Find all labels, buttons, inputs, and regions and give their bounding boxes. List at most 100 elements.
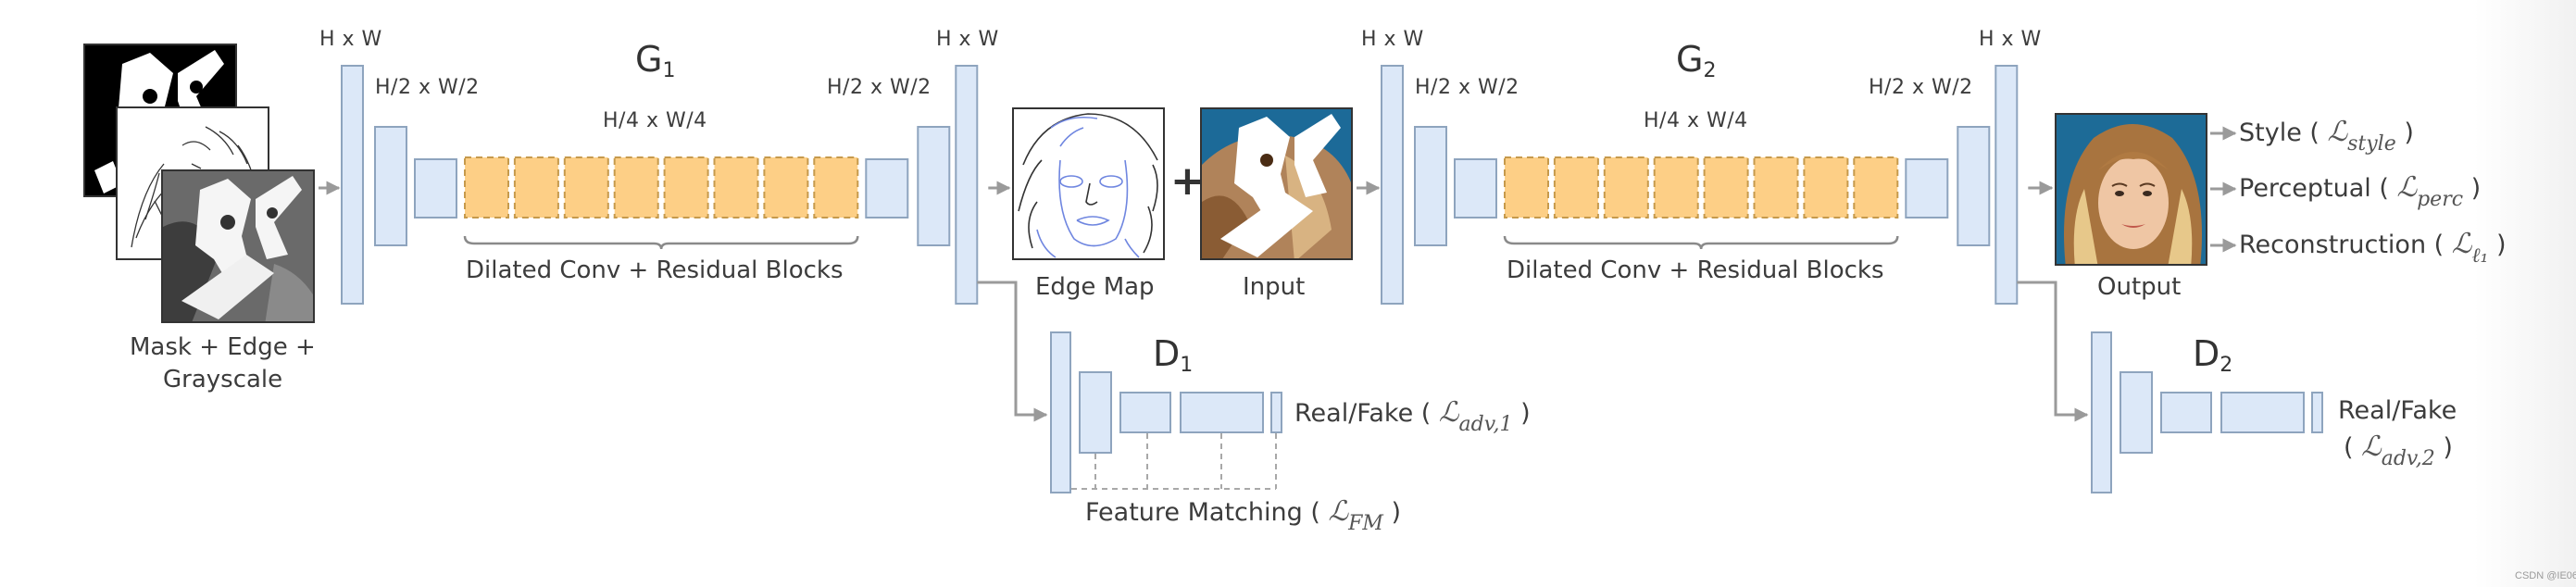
g2-title-letter: G xyxy=(1676,39,1704,80)
g2-dec-bar-quarter xyxy=(1905,158,1949,219)
loss-reconstruction-symbol: ℒℓ₁ xyxy=(2451,228,2489,268)
g2-residual-block xyxy=(1504,156,1549,219)
g1-residual-block xyxy=(713,156,759,219)
g1-residual-block xyxy=(763,156,809,219)
g2-title: G2 xyxy=(1676,39,1716,82)
d1-bar-3 xyxy=(1119,392,1171,433)
loss-reconstruction-label: Reconstruction ( xyxy=(2239,231,2452,259)
d2-bar-2 xyxy=(2120,371,2153,454)
g2-dim-full-out: H x W xyxy=(1979,28,2042,51)
g1-enc-bar-quarter xyxy=(414,158,457,219)
d2-title-sub: 2 xyxy=(2220,354,2233,377)
g1-enc-bar-half xyxy=(374,126,407,246)
g1-dim-full-out: H x W xyxy=(936,28,999,51)
loss-perceptual: Perceptual ( ℒperc ) xyxy=(2239,171,2481,211)
g2-dec-bar-full xyxy=(1995,65,2019,305)
g2-dim-half-in: H/2 x W/2 xyxy=(1415,76,1519,99)
g1-dim-quarter: H/4 x W/4 xyxy=(603,109,707,132)
g1-residual-block xyxy=(663,156,709,219)
edge-map-sketch xyxy=(1018,113,1158,258)
d2-bar-5 xyxy=(2311,392,2323,433)
d1-bar-2 xyxy=(1079,371,1112,454)
g1-residual-block xyxy=(813,156,859,219)
d1-feature-matching-label: Feature Matching ( ℒFM ) xyxy=(1085,495,1401,535)
g2-residual-block xyxy=(1803,156,1849,219)
inputs-caption-line2: Grayscale xyxy=(163,366,283,393)
g1-residual-block xyxy=(563,156,609,219)
g1-residual-brace xyxy=(463,235,859,250)
loss-perceptual-label: Perceptual ( xyxy=(2239,174,2397,203)
fm-loss-symbol: ℒFM xyxy=(1328,495,1383,535)
d2-bar-4 xyxy=(2220,392,2305,433)
loss-style: Style ( ℒstyle ) xyxy=(2239,116,2414,156)
g2-residual-brace xyxy=(1503,235,1899,250)
loss-style-close: ) xyxy=(2395,119,2414,147)
loss-perceptual-close: ) xyxy=(2463,174,2482,203)
d1-title-letter: D xyxy=(1153,333,1181,374)
g1-brace-label: Dilated Conv + Residual Blocks xyxy=(466,256,844,284)
g2-residual-block xyxy=(1603,156,1649,219)
g2-enc-bar-quarter xyxy=(1454,158,1497,219)
g2-dim-half-out: H/2 x W/2 xyxy=(1869,76,1973,99)
g2-residual-block xyxy=(1753,156,1799,219)
g1-dec-bar-full xyxy=(955,65,979,305)
edge-map-image xyxy=(1012,107,1165,260)
d1-adv-loss-symbol: ℒadv,1 xyxy=(1438,396,1513,436)
g1-residual-block xyxy=(464,156,509,219)
d2-output-label: Real/Fake xyxy=(2338,396,2457,425)
g2-dim-full-in: H x W xyxy=(1361,28,1424,51)
g1-dim-half-out: H/2 x W/2 xyxy=(827,76,932,99)
d2-bar-1 xyxy=(2091,331,2112,493)
loss-perceptual-symbol: ℒperc xyxy=(2396,171,2464,211)
loss-style-symbol: ℒstyle xyxy=(2327,116,2396,156)
g2-enc-bar-half xyxy=(1414,126,1447,246)
g2-brace-label: Dilated Conv + Residual Blocks xyxy=(1507,256,1884,284)
d1-bar-4 xyxy=(1180,392,1264,433)
g1-residual-block xyxy=(513,156,559,219)
g1-dec-bar-quarter xyxy=(865,158,909,219)
g1-dim-half-in: H/2 x W/2 xyxy=(375,76,480,99)
g2-residual-block xyxy=(1653,156,1699,219)
output-caption: Output xyxy=(2097,273,2182,301)
d2-title: D2 xyxy=(2193,333,2232,377)
d2-adv-loss-symbol: ℒadv,2 xyxy=(2361,431,2435,470)
g1-title-letter: G xyxy=(635,39,663,80)
watermark: CSDN @IE06 xyxy=(2515,570,2576,581)
d2-bar-3 xyxy=(2160,392,2212,433)
d2-adv-loss: ( ℒadv,2 ) xyxy=(2344,431,2453,470)
g2-residual-block xyxy=(1853,156,1899,219)
d1-title: D1 xyxy=(1153,333,1193,377)
g2-residual-block xyxy=(1703,156,1749,219)
g2-dim-quarter: H/4 x W/4 xyxy=(1644,109,1748,132)
loss-style-label: Style ( xyxy=(2239,119,2328,147)
plus-sign: + xyxy=(1170,157,1205,205)
output-portrait xyxy=(2057,115,2206,264)
d2-title-letter: D xyxy=(2193,333,2220,374)
d1-bar-5 xyxy=(1270,392,1282,433)
g1-title-sub: 1 xyxy=(662,59,676,82)
edge-map-caption: Edge Map xyxy=(1035,273,1155,301)
g1-residual-block xyxy=(613,156,659,219)
grayscale-image xyxy=(161,169,315,323)
g2-to-d2-connector xyxy=(2017,281,2089,422)
g1-enc-bar-full xyxy=(341,65,364,305)
d1-output-label: Real/Fake ( ℒadv,1 ) xyxy=(1294,396,1531,436)
loss-reconstruction: Reconstruction ( ℒℓ₁ ) xyxy=(2239,228,2506,268)
g1-to-d1-connector xyxy=(977,281,1048,422)
grayscale-shapes xyxy=(163,171,313,321)
masked-input-image xyxy=(1200,107,1353,260)
d1-bar-1 xyxy=(1050,331,1071,493)
g1-dec-bar-half xyxy=(917,126,951,246)
masked-input-shapes xyxy=(1202,109,1351,258)
input-caption: Input xyxy=(1243,273,1306,301)
loss-reconstruction-close: ) xyxy=(2488,231,2507,259)
inputs-caption-line1: Mask + Edge + xyxy=(130,333,316,361)
g2-residual-block xyxy=(1553,156,1599,219)
g2-dec-bar-half xyxy=(1957,126,1991,246)
edge-fade xyxy=(2474,0,2576,587)
g1-dim-full-in: H x W xyxy=(319,28,382,51)
g1-title: G1 xyxy=(635,39,675,82)
d1-title-sub: 1 xyxy=(1180,354,1194,377)
g2-title-sub: 2 xyxy=(1703,59,1717,82)
